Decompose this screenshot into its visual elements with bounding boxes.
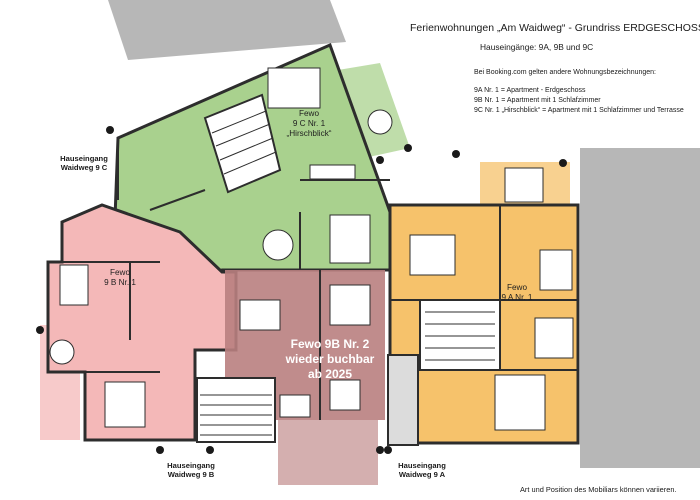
apartment-9b2-label-line3: ab 2025 — [307, 367, 353, 381]
stair-steps-9c — [203, 93, 282, 194]
entrance-9b-line2: Waidweg 9 B — [167, 470, 215, 479]
apartment-9b1-label-line1: Fewo — [109, 268, 131, 277]
apartment-9b2-annex — [278, 420, 378, 485]
plan-title: Ferienwohnungen „Am Waidweg“ - Grundriss… — [410, 22, 700, 34]
entrances-subtitle: Hauseingänge: 9A, 9B und 9C — [480, 42, 594, 52]
entrance-9a-line2: Waidweg 9 A — [398, 470, 446, 479]
apartment-9c-label: Fewo 9 C Nr. 1 „Hirschblick“ — [279, 109, 339, 139]
entrance-9c-line1: Hauseingang — [60, 154, 108, 163]
apartment-9b1-label-line2: 9 B Nr. 1 — [104, 278, 136, 287]
entrance-9a-line1: Hauseingang — [398, 461, 446, 470]
apartment-9b1-area — [46, 203, 238, 442]
apartment-9b2-label: Fewo 9B Nr. 2 wieder buchbar ab 2025 — [275, 337, 385, 382]
apartment-9a-label: Fewo 9 A Nr. 1 — [487, 283, 547, 303]
stairwell-9a — [387, 354, 419, 446]
apartment-9a-label-line2: 9 A Nr. 1 — [501, 293, 533, 302]
stair-steps-9a — [425, 311, 495, 361]
mapping-9b: 9B Nr. 1 = Apartment mit 1 Schlafzimmer — [474, 97, 601, 104]
grey-area-top — [108, 0, 346, 60]
apartment-9c-label-line3: „Hirschblick“ — [286, 129, 332, 138]
grey-area-right — [580, 148, 700, 468]
entrance-markers — [36, 126, 567, 454]
mapping-9c: 9C Nr. 1 „Hirschblick“ = Apartment mit 1… — [474, 107, 684, 114]
furniture-disclaimer: Art und Position des Mobiliars können va… — [520, 485, 677, 494]
apartment-9b1-label: Fewo 9 B Nr. 1 — [90, 268, 150, 288]
apartment-9c-label-line1: Fewo — [298, 109, 320, 118]
interior-walls — [62, 138, 578, 420]
entrance-9b-label: Hauseingang Waidweg 9 B — [158, 461, 224, 479]
apartment-9a-label-line1: Fewo — [506, 283, 528, 292]
stair-steps-9b — [200, 394, 272, 436]
entrance-9a-label: Hauseingang Waidweg 9 A — [389, 461, 455, 479]
apartment-9b2-label-line2: wieder buchbar — [285, 352, 375, 366]
entrance-9c-label: Hauseingang Waidweg 9 C — [54, 154, 114, 172]
furniture — [49, 67, 574, 431]
entrance-9c-line2: Waidweg 9 C — [60, 163, 108, 172]
apartment-9c-label-line2: 9 C Nr. 1 — [292, 119, 326, 128]
entrance-9b-line1: Hauseingang — [167, 461, 215, 470]
mapping-9a: 9A Nr. 1 = Apartment - Erdgeschoss — [474, 87, 586, 94]
booking-note: Bei Booking.com gelten andere Wohnungsbe… — [474, 69, 656, 76]
stairwell-9b — [196, 377, 276, 443]
apartment-9b2-label-line1: Fewo 9B Nr. 2 — [290, 337, 370, 351]
